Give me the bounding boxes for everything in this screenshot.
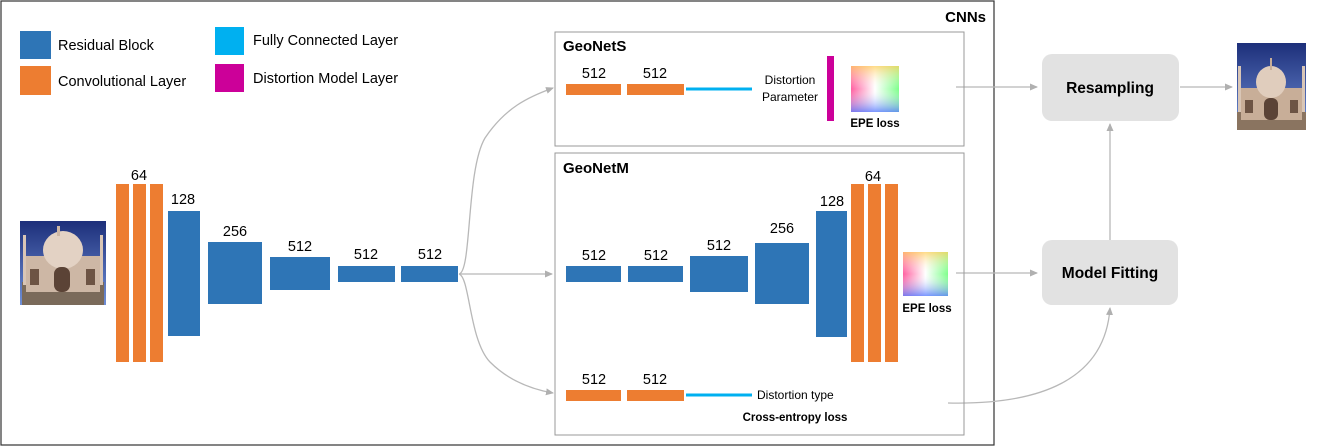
encoder-residual-block xyxy=(401,266,458,282)
geonetm-loss: EPE loss xyxy=(902,303,951,315)
encoder-residual-block xyxy=(208,242,262,304)
geonetm-label: 512 xyxy=(644,248,668,264)
model-fitting-box: Model Fitting xyxy=(1042,240,1178,305)
geonetm-label: 128 xyxy=(820,194,844,210)
geonetm-residual-block xyxy=(690,256,748,292)
geonets-frame xyxy=(554,31,965,147)
geonetm-conv-layer xyxy=(868,184,881,362)
geonets-distortion-param: Distortion xyxy=(765,73,816,87)
output-image xyxy=(1237,43,1306,130)
input-image xyxy=(20,221,106,305)
geonetm-panel: GeoNetM 512 512 512 256 128 64 EPE loss … xyxy=(554,152,965,436)
legend-swatch-distortion xyxy=(215,64,244,92)
geonetm-frame xyxy=(554,152,965,436)
connectors xyxy=(458,83,1233,404)
geonetm-residual-block xyxy=(628,266,683,282)
encoder-residual-block xyxy=(168,211,200,336)
encoder-conv-layer xyxy=(150,184,163,362)
geonets-flow-map xyxy=(851,66,899,112)
geonetm-label: 512 xyxy=(582,248,606,264)
legend-label-residual: Residual Block xyxy=(58,38,155,54)
model-fitting-label: Model Fitting xyxy=(1062,265,1158,282)
legend-swatch-fc xyxy=(215,27,244,55)
legend-swatch-conv xyxy=(20,66,51,95)
cnn-frame xyxy=(0,0,995,446)
geonets-title: GeoNetS xyxy=(563,38,626,55)
encoder-residual-block xyxy=(270,257,330,290)
resampling-box: Resampling xyxy=(1042,54,1179,121)
encoder-conv-layer xyxy=(116,184,129,362)
classifier-loss: Cross-entropy loss xyxy=(743,412,848,424)
arrow-classifier-to-fitting xyxy=(947,307,1114,404)
arrow-to-classifier xyxy=(458,273,554,396)
geonets-distortion-model-layer xyxy=(827,56,834,121)
geonetm-label: 256 xyxy=(770,221,794,237)
geonetm-label: 512 xyxy=(707,238,731,254)
geonets-loss: EPE loss xyxy=(850,118,899,130)
geonets-conv-label: 512 xyxy=(643,66,667,82)
geonets-panel: GeoNetS 512 512 Distortion Parameter EPE… xyxy=(554,31,965,147)
geonets-conv-layer xyxy=(627,84,684,95)
legend-label-conv: Convolutional Layer xyxy=(58,74,186,90)
encoder-label: 512 xyxy=(354,247,378,263)
encoder: 64 128 256 512 512 512 xyxy=(116,168,458,362)
encoder-label: 512 xyxy=(288,239,312,255)
geonetm-label: 64 xyxy=(865,169,881,185)
geonetm-flow-map xyxy=(903,252,948,296)
legend-swatch-residual xyxy=(20,31,51,59)
encoder-residual-block xyxy=(338,266,395,282)
legend-label-distortion: Distortion Model Layer xyxy=(253,71,398,87)
legend-label-fc: Fully Connected Layer xyxy=(253,33,398,49)
geonetm-conv-layer xyxy=(885,184,898,362)
encoder-conv-layer xyxy=(133,184,146,362)
legend: Residual Block Convolutional Layer Fully… xyxy=(20,27,398,95)
classifier-distortion-type: Distortion type xyxy=(757,388,834,402)
geonetm-conv-layer xyxy=(851,184,864,362)
encoder-label: 128 xyxy=(171,192,195,208)
geonetm-residual-block xyxy=(816,211,847,337)
classifier-conv-label: 512 xyxy=(643,372,667,388)
encoder-label: 64 xyxy=(131,168,147,184)
geonetm-title: GeoNetM xyxy=(563,160,629,177)
geonets-conv-layer xyxy=(566,84,621,95)
cnn-label: CNNs xyxy=(945,9,986,26)
classifier-conv-layer xyxy=(627,390,684,401)
encoder-label: 512 xyxy=(418,247,442,263)
geonets-distortion-param: Parameter xyxy=(762,90,818,104)
geonetm-residual-block xyxy=(755,243,809,304)
arrow-to-geonets xyxy=(458,87,554,275)
resampling-label: Resampling xyxy=(1066,80,1154,97)
geonets-conv-label: 512 xyxy=(582,66,606,82)
classifier-conv-layer xyxy=(566,390,621,401)
geonetm-residual-block xyxy=(566,266,621,282)
classifier-conv-label: 512 xyxy=(582,372,606,388)
encoder-label: 256 xyxy=(223,224,247,240)
